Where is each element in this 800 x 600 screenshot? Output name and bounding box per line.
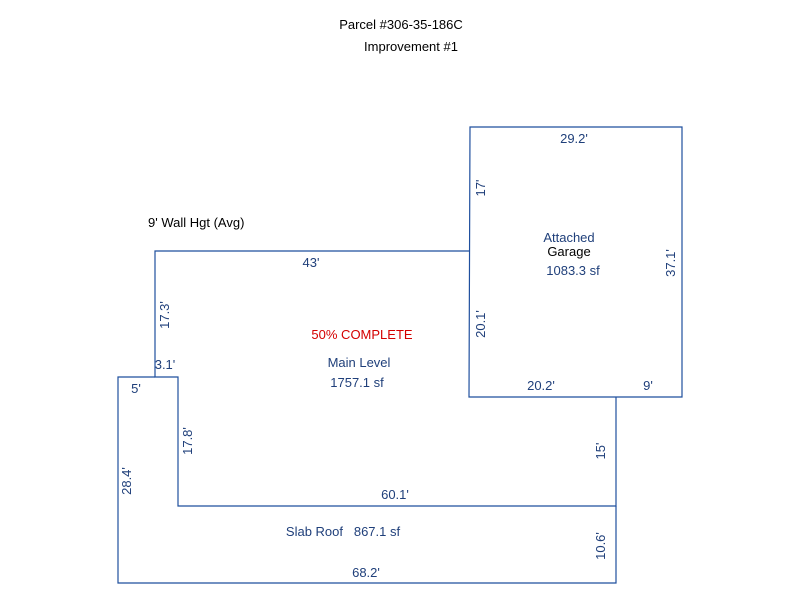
slab-roof-outline (117, 376, 617, 584)
garage-label-line1: Attached (543, 230, 594, 245)
parcel-title: Parcel #306-35-186C (339, 17, 463, 32)
dim-garage-right: 37.1' (663, 249, 678, 277)
main-level-name: Main Level (328, 355, 391, 370)
dim-slab-left: 28.4' (119, 467, 134, 495)
improvement-title: Improvement #1 (364, 39, 458, 54)
dim-garage-left-lower: 20.1' (473, 310, 488, 338)
main-level-size: 1757.1 sf (330, 375, 384, 390)
dim-slab-top: 5' (131, 381, 141, 396)
dim-slab-bottom: 68.2' (352, 565, 380, 580)
dim-main-right: 15' (593, 443, 608, 460)
garage-label-line2: Garage (547, 244, 590, 259)
dim-slab-right: 10.6' (593, 532, 608, 560)
completion-status: 50% COMPLETE (311, 327, 412, 342)
dim-main-top: 43' (303, 255, 320, 270)
dim-garage-bottom-left: 20.2' (527, 378, 555, 393)
wall-height-note: 9' Wall Hgt (Avg) (148, 215, 244, 230)
dim-main-bottom: 60.1' (381, 487, 409, 502)
dim-garage-left: 17' (473, 180, 488, 197)
dim-garage-top: 29.2' (560, 131, 588, 146)
dim-garage-bottom-right: 9' (643, 378, 653, 393)
slab-roof-label: Slab Roof 867.1 sf (286, 524, 401, 539)
dim-main-notch: 3.1' (155, 357, 176, 372)
dim-main-inner-left: 17.8' (180, 427, 195, 455)
garage-outline (468, 126, 683, 398)
garage-area-size: 1083.3 sf (546, 263, 600, 278)
dim-main-left: 17.3' (157, 301, 172, 329)
